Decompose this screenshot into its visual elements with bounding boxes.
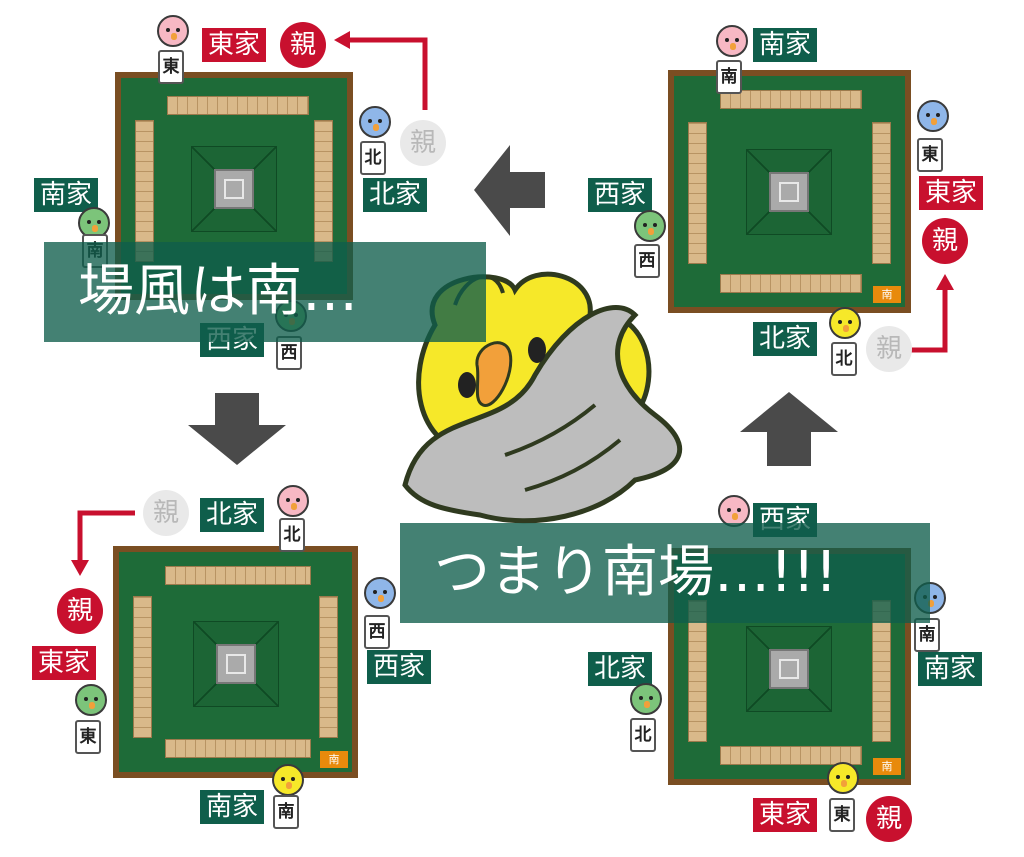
wind-tile: 北 bbox=[360, 141, 386, 175]
table-center bbox=[191, 146, 277, 232]
seat-label-north: 北家 bbox=[363, 178, 428, 212]
tile-wall bbox=[135, 120, 154, 262]
oya-marker-active: 親 bbox=[280, 22, 326, 68]
round-wind-tag: 南 bbox=[873, 758, 901, 775]
seat-label-west: 西家 bbox=[367, 650, 432, 684]
chick-blue-icon bbox=[364, 577, 396, 609]
chick-green-icon bbox=[78, 207, 110, 239]
oya-marker-inactive: 親 bbox=[866, 326, 912, 372]
oya-marker-active: 親 bbox=[922, 218, 968, 264]
tile-wall bbox=[167, 96, 309, 115]
seat-label-north: 北家 bbox=[588, 652, 653, 686]
tile-wall bbox=[319, 596, 338, 738]
oya-marker-active: 親 bbox=[57, 588, 103, 634]
seat-label-east: 東家 bbox=[32, 646, 97, 680]
tile-wall bbox=[133, 596, 152, 738]
table-center bbox=[746, 149, 832, 235]
chick-pink-icon bbox=[157, 15, 189, 47]
tile-wall bbox=[720, 274, 862, 293]
oya-marker-inactive: 親 bbox=[143, 490, 189, 536]
tile-wall bbox=[165, 566, 311, 585]
chick-blue-icon bbox=[359, 106, 391, 138]
chick-yellow-icon bbox=[827, 762, 859, 794]
wind-tile: 北 bbox=[279, 518, 305, 552]
round-wind-tag: 南 bbox=[320, 751, 348, 768]
wind-tile: 南 bbox=[716, 60, 742, 94]
red-arrow-line bbox=[345, 37, 428, 110]
seat-label-south: 南家 bbox=[753, 28, 818, 62]
red-arrowhead bbox=[334, 31, 350, 49]
gray-arrow-down-icon bbox=[188, 393, 286, 465]
wind-tile: 東 bbox=[158, 50, 184, 84]
gray-arrow-left-icon bbox=[474, 145, 545, 236]
red-arrowhead bbox=[936, 274, 954, 290]
wind-tile: 北 bbox=[831, 342, 857, 376]
tile-wall bbox=[165, 739, 311, 758]
chick-pink-icon bbox=[716, 25, 748, 57]
seat-label-north: 北家 bbox=[753, 322, 818, 356]
tile-wall bbox=[314, 120, 333, 262]
seat-label-south: 南家 bbox=[34, 178, 99, 212]
round-wind-tag: 南 bbox=[873, 286, 901, 303]
banner-bottom: つまり南場…!!! bbox=[400, 523, 930, 623]
tile-wall bbox=[720, 746, 862, 765]
seat-label-south: 南家 bbox=[200, 790, 265, 824]
chick-green-icon bbox=[75, 684, 107, 716]
seat-label-south: 南家 bbox=[918, 652, 983, 686]
red-arrow-line bbox=[77, 510, 135, 565]
dice-icon bbox=[769, 172, 809, 212]
banner-top: 場風は南… bbox=[44, 242, 486, 342]
wind-tile: 東 bbox=[75, 720, 101, 754]
oya-marker-inactive: 親 bbox=[400, 120, 446, 166]
mahjong-table-bottom-left: 南 bbox=[113, 546, 358, 778]
chick-pink-icon bbox=[277, 485, 309, 517]
chick-mascot-illustration bbox=[402, 271, 683, 524]
table-center bbox=[746, 626, 832, 712]
table-center bbox=[193, 621, 279, 707]
chick-green-icon bbox=[634, 210, 666, 242]
tile-wall bbox=[872, 122, 891, 264]
wind-tile: 南 bbox=[273, 795, 299, 829]
chick-yellow-icon bbox=[829, 307, 861, 339]
red-arrowhead bbox=[71, 560, 89, 576]
dice-icon bbox=[769, 649, 809, 689]
mahjong-table-top-right: 南 bbox=[668, 70, 911, 313]
wind-tile: 南 bbox=[914, 618, 940, 652]
red-arrow-line bbox=[910, 285, 948, 353]
chick-green-icon bbox=[630, 683, 662, 715]
seat-label-east: 東家 bbox=[753, 798, 818, 832]
seat-label-east: 東家 bbox=[202, 28, 267, 62]
seat-label-east: 東家 bbox=[919, 176, 984, 210]
dice-icon bbox=[214, 169, 254, 209]
tile-wall bbox=[688, 600, 707, 742]
seat-label-north: 北家 bbox=[200, 498, 265, 532]
dice-icon bbox=[216, 644, 256, 684]
tile-wall bbox=[872, 600, 891, 742]
wind-tile: 東 bbox=[829, 798, 855, 832]
tile-wall bbox=[720, 90, 862, 109]
wind-tile: 北 bbox=[630, 718, 656, 752]
seat-label-west: 西家 bbox=[588, 178, 653, 212]
oya-marker-active: 親 bbox=[866, 796, 912, 842]
chick-blue-icon bbox=[917, 100, 949, 132]
wind-tile: 東 bbox=[917, 138, 943, 172]
tile-wall bbox=[688, 122, 707, 264]
wind-tile: 西 bbox=[634, 244, 660, 278]
wind-tile: 西 bbox=[364, 615, 390, 649]
chick-yellow-icon bbox=[272, 764, 304, 796]
gray-arrow-up-icon bbox=[740, 392, 838, 466]
